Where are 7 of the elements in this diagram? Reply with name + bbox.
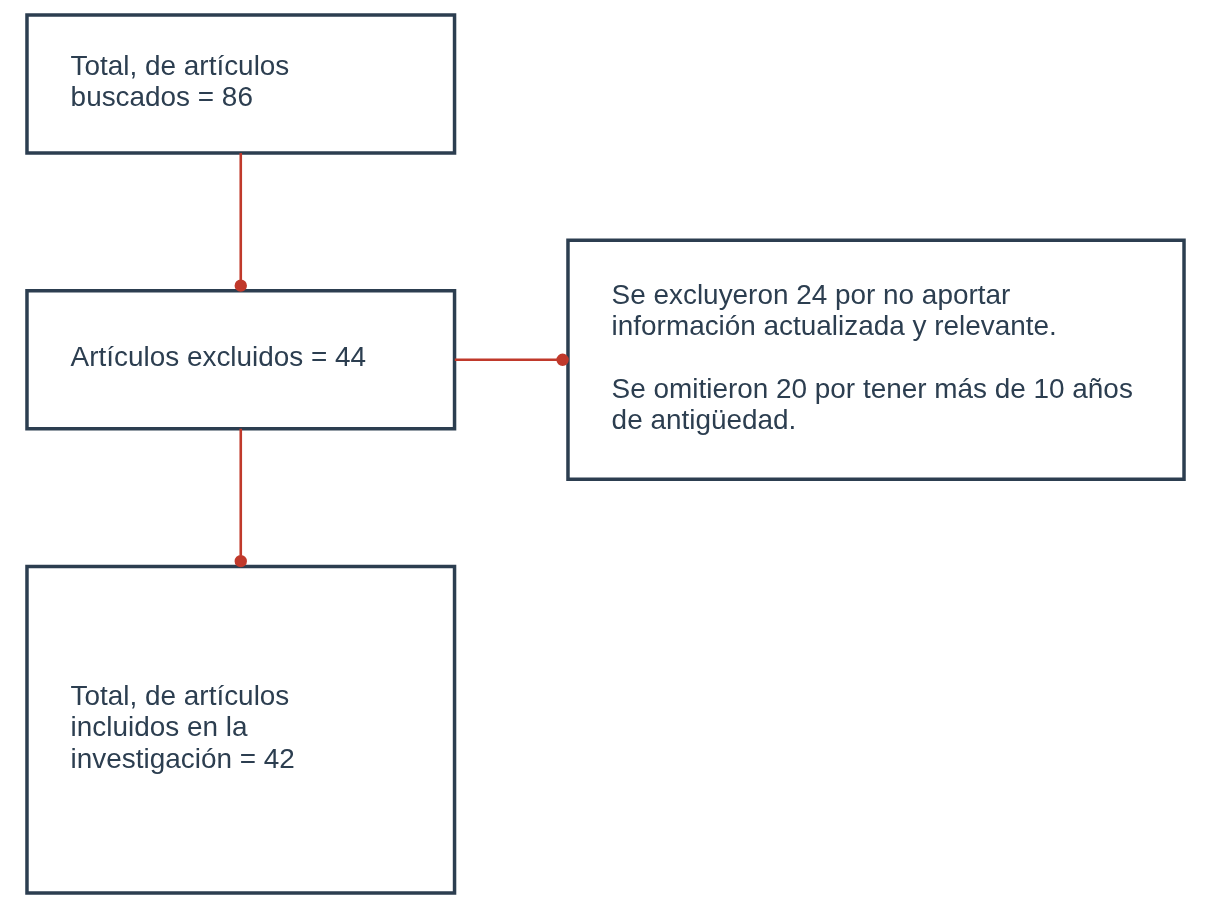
node-box: Total, de artículos buscados = 86 — [25, 13, 457, 155]
connector — [454, 353, 569, 366]
node-box: Total, de artículos incluidos en la investigación = 42 — [25, 564, 457, 895]
node-box: Artículos excluidos = 44 — [25, 289, 457, 431]
connector — [234, 428, 247, 568]
node-box: Se excluyeron 24 por no aportar información actualizada y relevante. Se omitieron 20 por tener más de 10 años de antigüedad. — [566, 238, 1186, 482]
connector — [234, 153, 247, 292]
